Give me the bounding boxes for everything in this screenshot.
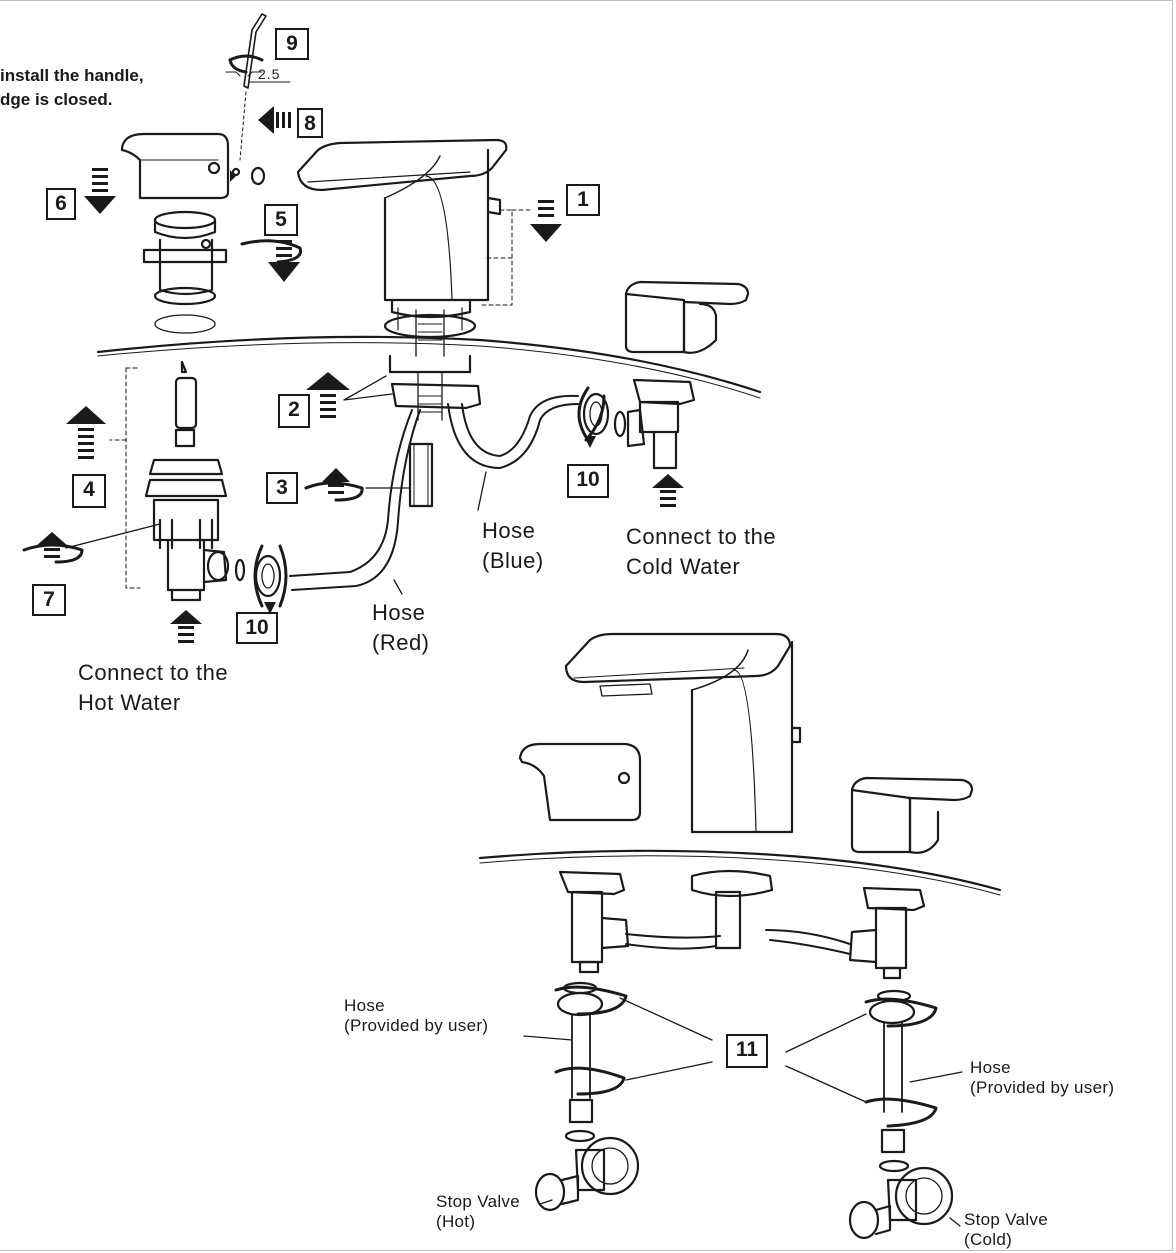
step-10-box-hot: 10 [236, 612, 278, 644]
step-10-box-cold: 10 [567, 464, 609, 498]
allen-key-size: 2.5 [258, 66, 281, 82]
hose-blue-line [447, 403, 579, 469]
hose-user-left-label: Hose(Provided by user) [344, 996, 489, 1035]
step-4-box: 4 [72, 474, 106, 508]
direction-arrows [36, 106, 684, 643]
assembled-hot-handle [518, 742, 642, 822]
sink-deck-upper [96, 335, 762, 394]
rotation-arrows [22, 54, 938, 1128]
stop-valve-hot-shape [534, 1136, 640, 1212]
hose-red-line [289, 409, 413, 577]
stop-valve-cold-shape [848, 1166, 954, 1240]
handle-install-note: install the handle, dge is closed. [0, 64, 144, 112]
step-6-box: 6 [46, 188, 76, 220]
sink-deck-lower [478, 849, 1002, 892]
step-1-box: 1 [566, 184, 600, 216]
assembled-cold-handle [850, 776, 974, 854]
hot-valve-assembly [144, 360, 230, 602]
leader-lines [65, 375, 963, 1227]
step-9-box: 9 [275, 28, 309, 60]
assembled-faucet [564, 632, 802, 834]
note-line-1: install the handle, [0, 66, 144, 85]
stop-valve-cold-label: Stop Valve(Cold) [964, 1210, 1048, 1249]
upper-faucet-spout [296, 138, 508, 357]
cold-valve [626, 378, 696, 470]
cold-handle-top [624, 280, 750, 354]
step-8-box: 8 [297, 108, 323, 138]
stop-valve-hot-label: Stop Valve(Hot) [436, 1192, 520, 1231]
step-3-box: 3 [266, 472, 298, 504]
hose-red-label: Hose(Red) [372, 600, 430, 655]
allen-key [243, 13, 267, 89]
note-line-2: dge is closed. [0, 90, 113, 109]
hose-user-right-label: Hose(Provided by user) [970, 1058, 1115, 1097]
step-5-box: 5 [264, 204, 298, 236]
hose-blue-label: Hose(Blue) [482, 518, 544, 573]
step-2-box: 2 [278, 394, 310, 428]
hot-handle-top [120, 132, 230, 200]
step-7-box: 7 [32, 584, 66, 616]
step-11-box: 11 [726, 1034, 768, 1068]
